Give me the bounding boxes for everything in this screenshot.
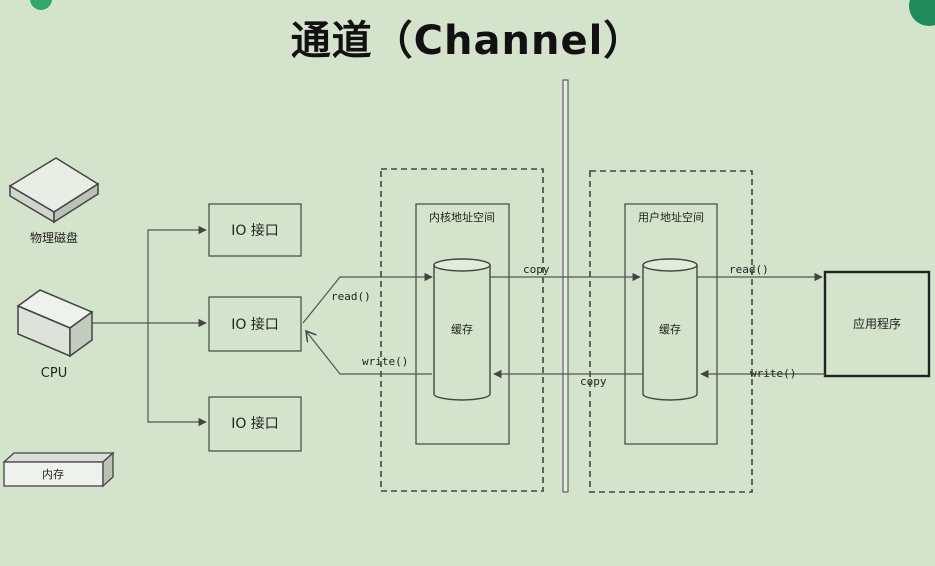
write-right-label: write()	[750, 367, 796, 380]
application-label: 应用程序	[853, 316, 901, 331]
page-title: 通道（Channel）	[290, 18, 645, 64]
cpu-icon	[16, 289, 94, 358]
copy-top-label: copy	[523, 263, 550, 276]
kernel-region	[380, 168, 544, 492]
io-port-box-3	[208, 396, 302, 452]
kernel-buffer-label: 缓存	[451, 322, 473, 336]
io-port-label-2: IO 接口	[231, 316, 279, 333]
disk-icon	[8, 157, 100, 224]
address-space-separator	[562, 79, 569, 493]
cpu-label: CPU	[41, 366, 67, 381]
io-port-label-3: IO 接口	[231, 415, 279, 432]
read-right-label: read()	[729, 263, 769, 276]
io-port-box-1	[208, 203, 302, 257]
io-port-box-2	[208, 296, 302, 352]
kernel-address-space-label: 内核地址空间	[429, 210, 495, 224]
corner-decoration-left	[30, 0, 52, 10]
user-address-space-label: 用户地址空间	[638, 210, 704, 224]
read-left-label: read()	[331, 290, 371, 303]
io-port-label-1: IO 接口	[231, 222, 279, 239]
user-address-space-box	[624, 203, 718, 445]
io-kernel-arrows	[302, 272, 433, 375]
application-box	[823, 270, 931, 378]
copy-arrows	[490, 272, 643, 379]
kernel-address-space-box	[415, 203, 510, 445]
user-buffer-label: 缓存	[659, 322, 681, 336]
memory-label: 内存	[42, 467, 64, 481]
kernel-buffer-cylinder	[433, 258, 491, 401]
user-app-arrows	[697, 272, 825, 379]
user-buffer-cylinder	[642, 258, 698, 401]
disk-label: 物理磁盘	[30, 230, 78, 245]
cpu-io-connectors	[92, 225, 207, 427]
copy-bottom-label: copy	[580, 375, 607, 388]
user-region	[589, 170, 753, 493]
memory-icon	[2, 451, 115, 488]
write-left-label: write()	[362, 355, 408, 368]
